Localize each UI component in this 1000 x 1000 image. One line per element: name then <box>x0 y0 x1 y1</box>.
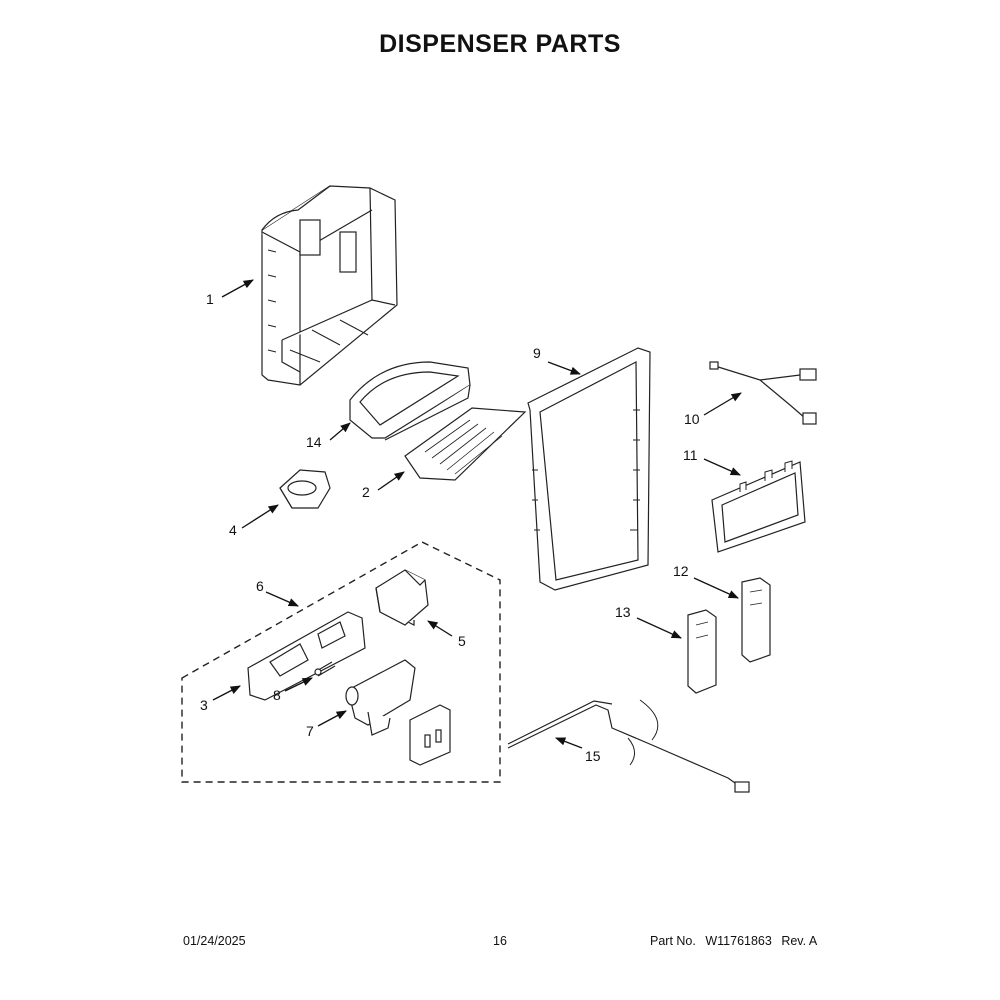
callout-3: 3 <box>200 697 208 713</box>
callout-8: 8 <box>273 687 281 703</box>
part-5-motor <box>375 569 429 626</box>
part-12-paddle <box>741 577 771 663</box>
cover-part <box>409 704 451 766</box>
footer-part-number: W11761863 <box>705 934 772 948</box>
callout-arrows <box>212 279 742 749</box>
part-7-actuator <box>345 659 416 736</box>
assembly-6-boundary <box>181 541 501 783</box>
callout-9: 9 <box>533 345 541 361</box>
callout-10: 10 <box>684 411 700 427</box>
footer-part-info: Part No. W11761863 Rev. A <box>650 934 817 948</box>
part-8-screw <box>314 661 336 677</box>
part-10-wire-harness <box>709 361 817 425</box>
footer-part-label: Part No. <box>650 934 696 948</box>
callout-14: 14 <box>306 434 322 450</box>
callout-4: 4 <box>229 522 237 538</box>
callout-12: 12 <box>673 563 689 579</box>
part-9-frame <box>527 347 651 591</box>
part-1-housing <box>261 185 398 386</box>
callout-15: 15 <box>585 748 601 764</box>
footer-date: 01/24/2025 <box>183 934 246 948</box>
callout-13: 13 <box>615 604 631 620</box>
part-3-bracket <box>247 611 366 701</box>
footer-page-number: 16 <box>493 934 507 948</box>
page-title: DISPENSER PARTS <box>379 30 621 58</box>
part-11-panel-housing <box>711 460 806 553</box>
callout-5: 5 <box>458 633 466 649</box>
callout-2: 2 <box>362 484 370 500</box>
part-13-paddle <box>687 609 717 694</box>
part-15-tube <box>507 699 750 793</box>
footer-revision: Rev. A <box>781 934 818 948</box>
part-2-tray-grille <box>404 407 527 481</box>
part-4-chute <box>279 469 331 509</box>
callout-6: 6 <box>256 578 264 594</box>
callout-1: 1 <box>206 291 214 307</box>
callout-11: 11 <box>683 447 698 463</box>
part-14-drip-tray <box>349 361 471 441</box>
callout-7: 7 <box>306 723 314 739</box>
